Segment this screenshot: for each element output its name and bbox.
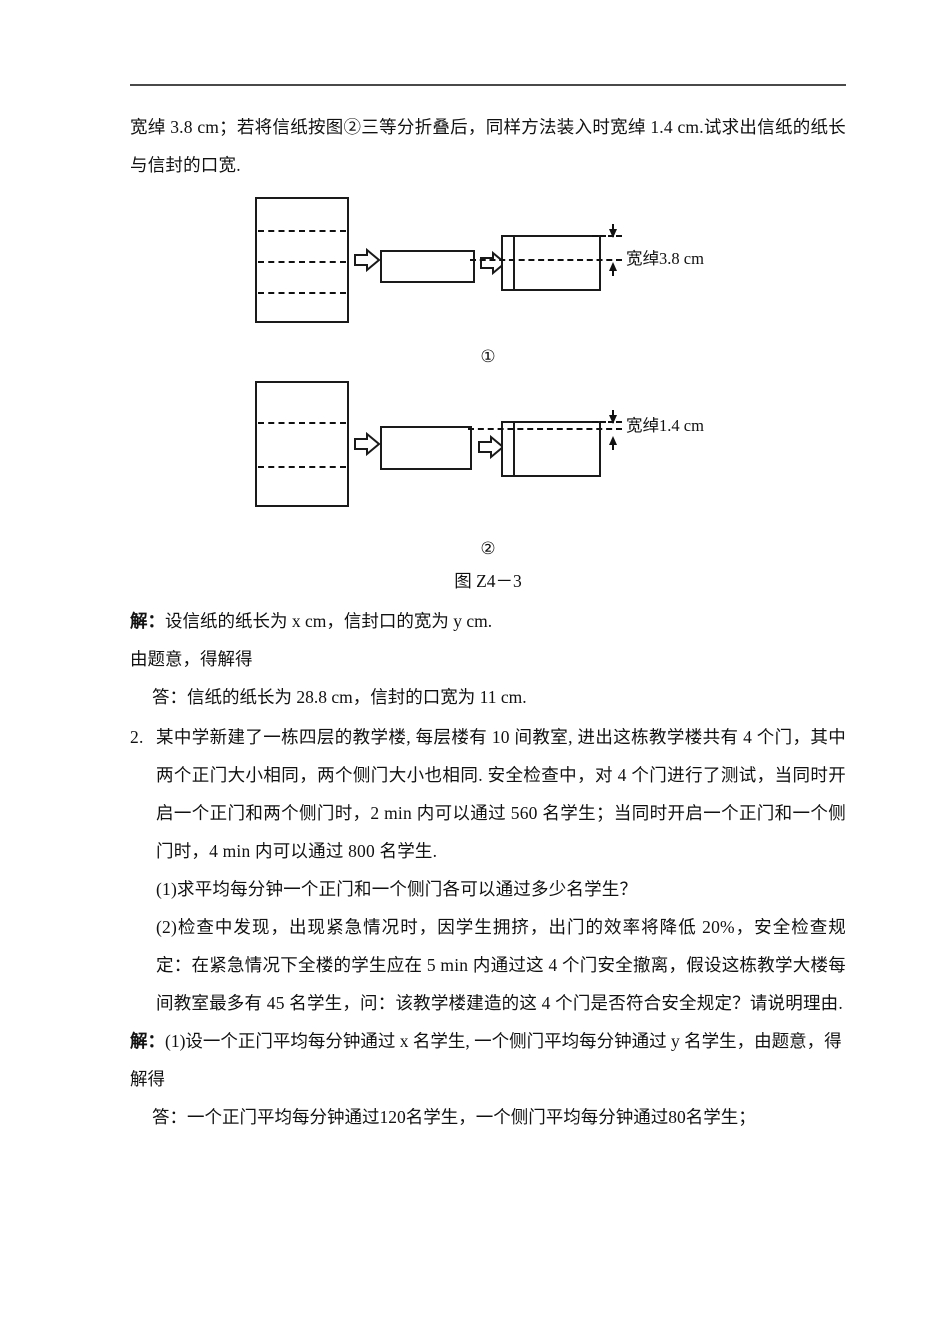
- fold-line-1c: [258, 292, 346, 294]
- problem1-body: 宽绰 3.8 cm；若将信纸按图②三等分折叠后，同样方法装入时宽绰 1.4 cm…: [130, 117, 846, 175]
- gap-top-dash-1: [592, 235, 622, 237]
- paper-sheet-2: [255, 381, 349, 507]
- answer-label-2: 答：: [152, 1107, 187, 1127]
- fold-line-2b: [258, 466, 346, 468]
- fold-line-1b: [258, 261, 346, 263]
- solution-setup-text-2: (1)设一个正门平均每分钟通过 x 名学生, 一个侧门平均每分钟通过 y 名学生…: [165, 1031, 842, 1051]
- header-rule: [130, 84, 846, 86]
- process-arrow-4: [478, 434, 504, 460]
- answer-text-2: 一个正门平均每分钟通过120名学生，一个侧门平均每分钟通过80名学生；: [187, 1107, 756, 1127]
- subfigure-2-label: ②: [480, 539, 496, 558]
- fold-line-1a: [258, 230, 346, 232]
- problem2-body: 某中学新建了一栋四层的教学楼, 每层楼有 10 间教室, 进出这栋教学楼共有 4…: [156, 727, 846, 861]
- alignment-dash-1: [470, 259, 622, 261]
- gap-top-dash-2: [592, 421, 622, 423]
- envelope-body-1: [513, 235, 601, 291]
- problem2-answer: 答：一个正门平均每分钟通过120名学生，一个侧门平均每分钟通过80名学生；: [130, 1098, 846, 1136]
- problem1-answer: 答：信纸的纸长为 28.8 cm，信封的口宽为 11 cm.: [130, 678, 846, 716]
- solution-label-2: 解：: [130, 1031, 165, 1051]
- dimension-arrows-1: [605, 222, 621, 280]
- dimension-label-1: 宽绰3.8 cm: [626, 249, 704, 268]
- dimension-arrows-2: [605, 408, 621, 452]
- alignment-dash-2: [468, 428, 622, 430]
- subfigure-1-label: ①: [480, 347, 496, 366]
- folded-paper-1: [380, 250, 475, 283]
- fold-line-2a: [258, 422, 346, 424]
- process-arrow-2: [480, 250, 506, 276]
- process-arrow-3: [354, 431, 380, 457]
- solution-setup-text-1: 设信纸的纸长为 x cm，信封口的宽为 y cm.: [165, 611, 493, 631]
- problem2-solution-setup: 解：(1)设一个正门平均每分钟通过 x 名学生, 一个侧门平均每分钟通过 y 名…: [130, 1022, 846, 1060]
- problem2-block: 2. 某中学新建了一栋四层的教学楼, 每层楼有 10 间教室, 进出这栋教学楼共…: [130, 718, 846, 870]
- dimension-label-2: 宽绰1.4 cm: [626, 416, 704, 435]
- problem1-solution-setup: 解：设信纸的纸长为 x cm，信封口的宽为 y cm.: [130, 602, 846, 640]
- problem2-number: 2.: [130, 727, 144, 747]
- envelope-flap-2: [501, 421, 514, 477]
- process-arrow-1: [354, 247, 380, 273]
- problem2-solution-line2: 解得: [130, 1069, 165, 1089]
- page-content: 宽绰 3.8 cm；若将信纸按图②三等分折叠后，同样方法装入时宽绰 1.4 cm…: [130, 108, 846, 1136]
- paper-sheet-1: [255, 197, 349, 323]
- figure-z4-3: 宽绰3.8 cm ①: [130, 192, 846, 596]
- answer-text-1: 信纸的纸长为 28.8 cm，信封的口宽为 11 cm.: [187, 687, 527, 707]
- folded-paper-2: [380, 426, 472, 470]
- solution-label-1: 解：: [130, 611, 165, 631]
- problem1-solution-line2: 由题意，得解得: [130, 649, 253, 669]
- problem2-subquestion-2: (2)检查中发现，出现紧急情况时，因学生拥挤，出门的效率将降低 20%，安全检查…: [156, 917, 846, 1013]
- envelope-body-2: [513, 421, 601, 477]
- problem2-subquestion-1: (1)求平均每分钟一个正门和一个侧门各可以通过多少名学生？: [156, 879, 638, 899]
- subfigure-1-diagram: 宽绰3.8 cm: [130, 192, 846, 342]
- subfigure-2-diagram: 宽绰1.4 cm: [130, 376, 846, 536]
- figure-caption: 图 Z4－3: [454, 571, 522, 591]
- answer-label-1: 答：: [152, 687, 187, 707]
- envelope-flap-1: [501, 235, 514, 291]
